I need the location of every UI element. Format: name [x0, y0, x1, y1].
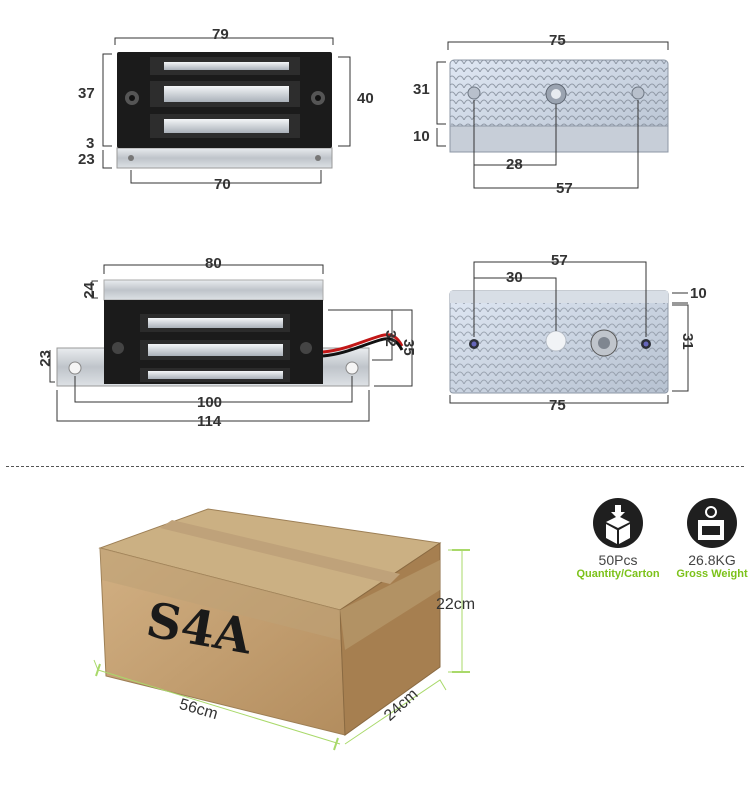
quantity-badge: 50Pcs Quantity/Carton: [568, 498, 668, 580]
side-top-dim: 24: [81, 282, 98, 299]
side-view: [49, 264, 413, 422]
plate-width-dim: 75: [549, 397, 566, 414]
bottom-hole-spacing-dim: 57: [556, 180, 573, 197]
carton-illustration: [93, 508, 470, 751]
section-divider: [6, 466, 744, 467]
bottom-height-dim: 31: [413, 81, 430, 98]
side-left-height-dim: 23: [37, 350, 54, 367]
front-view: [102, 37, 351, 184]
front-height-total-dim: 40: [357, 90, 374, 107]
side-total-length-dim: 114: [197, 413, 222, 430]
carton-height-label: 22cm: [436, 596, 476, 613]
side-width-dim: 80: [205, 255, 222, 272]
quantity-icon-circle: [593, 498, 643, 548]
front-width-dim: 79: [212, 26, 229, 43]
side-hole-spacing-dim: 100: [197, 394, 223, 411]
plate-lip-dim: 10: [690, 285, 707, 302]
front-base-thickness-dim: 3: [86, 135, 95, 152]
weight-label: Gross Weight: [676, 568, 748, 580]
side-height-a-dim: 32: [382, 330, 399, 347]
quantity-value: 50Pcs: [598, 552, 638, 568]
front-base-height-dim: 23: [78, 151, 95, 168]
plate-center-hole-dim: 30: [506, 269, 523, 286]
bottom-width-dim: 75: [549, 32, 566, 49]
side-height-b-dim: 35: [400, 339, 417, 356]
front-height-top-dim: 37: [78, 85, 95, 102]
quantity-label: Quantity/Carton: [576, 568, 660, 580]
weight-value: 26.8KG: [688, 552, 736, 568]
plate-height-dim: 31: [679, 333, 696, 350]
weight-badge: 26.8KG Gross Weight: [672, 498, 750, 580]
plate-view: [449, 261, 689, 404]
plate-hole-spacing-dim: 57: [551, 252, 568, 269]
bottom-center-hole-dim: 28: [506, 156, 523, 173]
bottom-view: [436, 41, 669, 189]
front-hole-spacing-dim: 70: [214, 176, 231, 193]
weight-icon-circle: [687, 498, 737, 548]
bottom-lip-dim: 10: [413, 128, 430, 145]
